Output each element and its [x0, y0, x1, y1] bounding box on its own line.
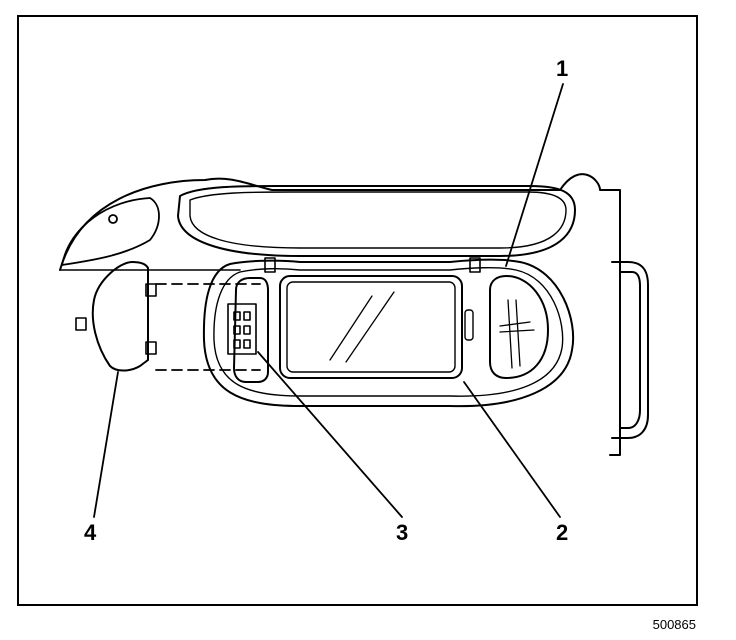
diagram-frame — [17, 15, 698, 606]
right-lamp-lens — [489, 275, 549, 379]
figure-id: 500865 — [652, 617, 696, 632]
left-lamp-opening — [233, 277, 269, 383]
callout-4: 4 — [84, 520, 97, 545]
mirror — [279, 275, 463, 379]
visor-flap — [177, 184, 576, 257]
callout-3: 3 — [396, 520, 409, 545]
callout-2: 2 — [556, 520, 569, 545]
headliner-outline — [59, 173, 621, 456]
callout-1: 1 — [556, 56, 569, 81]
alignment-lines — [155, 283, 261, 371]
dome-lamp — [61, 197, 160, 266]
bulb-socket — [227, 303, 257, 355]
side-trim — [611, 261, 649, 439]
visor-body — [202, 257, 575, 408]
lens-cover — [75, 261, 157, 372]
leader-lines — [93, 83, 564, 518]
